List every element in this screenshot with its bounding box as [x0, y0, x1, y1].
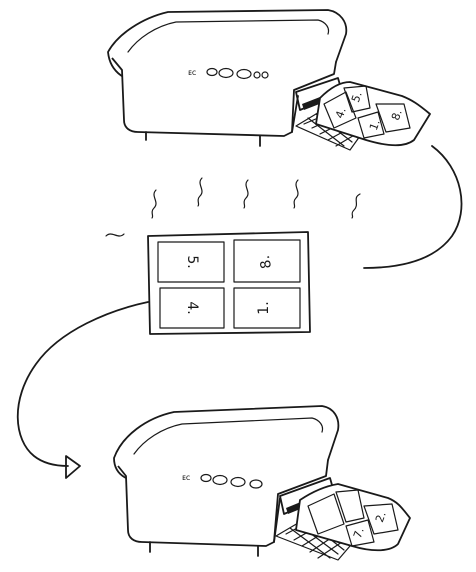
bottom-printer: ᴇᴄ 7. 2.	[114, 406, 410, 560]
control-glyph: ᴇᴄ	[188, 68, 196, 77]
heat-wave-icon	[106, 178, 360, 236]
bottom-printer-sheet: 7. 2.	[296, 484, 410, 550]
control-glyph: ᴇᴄ	[182, 473, 190, 482]
page-label: 4.	[184, 301, 200, 314]
top-printer-sheet: 4. 5. 1. 8.	[316, 82, 430, 145]
page-label: 1.	[256, 301, 272, 314]
top-printer-body	[112, 58, 336, 136]
arrowhead-icon	[66, 456, 80, 478]
page-label: 8.	[257, 254, 275, 270]
imposed-sheet: 5. 8. 4. 1.	[148, 232, 310, 334]
top-printer: ᴇᴄ 4. 5. 1. 8.	[108, 10, 430, 150]
flow-curve-right	[364, 146, 462, 268]
page-label: 5.	[184, 255, 200, 268]
